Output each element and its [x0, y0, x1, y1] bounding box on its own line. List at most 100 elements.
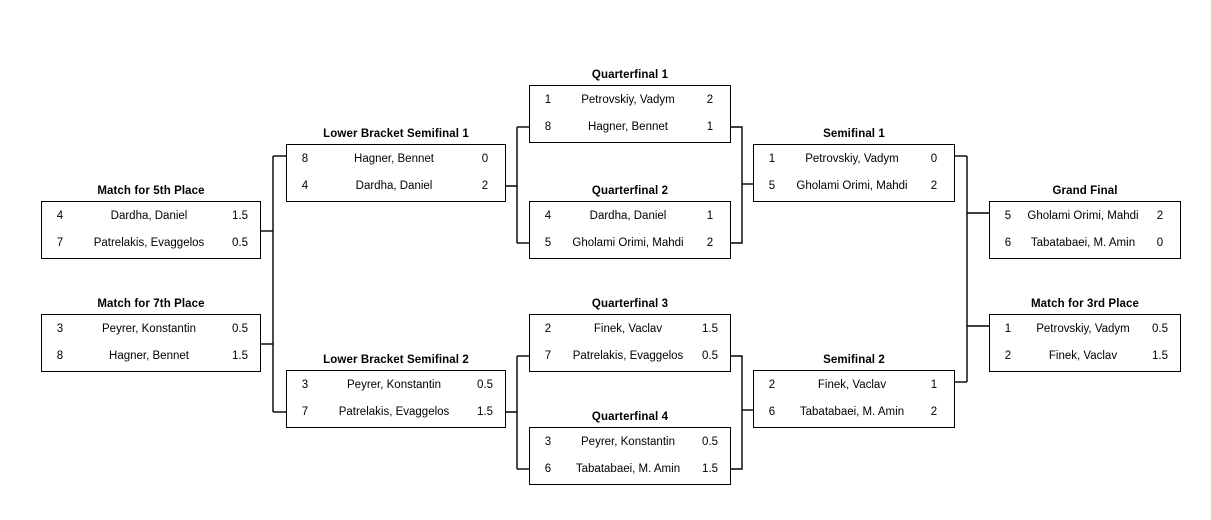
player-seed: 5: [768, 180, 776, 193]
player-score: 0: [481, 152, 489, 165]
player-seed: 5: [544, 237, 552, 250]
player-seed: 5: [1004, 209, 1012, 222]
player-score: 1.5: [702, 322, 718, 335]
player-seed: 1: [768, 152, 776, 165]
player-score: 2: [1156, 209, 1164, 222]
match-7th-place-title: Match for 7th Place: [97, 298, 205, 310]
player-seed: 6: [768, 406, 776, 419]
player-name: Tabatabaei, M. Amin: [575, 463, 681, 476]
player-score: 0.5: [1152, 322, 1168, 335]
player-name: Petrovskiy, Vadym: [581, 93, 675, 106]
player-seed: 7: [301, 406, 309, 419]
lower-bracket-semifinal-2[interactable]: Lower Bracket Semifinal 2 3 Peyrer, Konsta…: [286, 353, 506, 428]
player-score: 2: [481, 180, 489, 193]
player-name: Peyrer, Konstantin: [347, 378, 441, 391]
semifinal-1-box: 1 Petrovskiy, Vadym 0 5 Gholami Orimi, Mahdi…: [753, 144, 955, 202]
player-name: Peyrer, Konstantin: [102, 322, 196, 335]
lower-bracket-semifinal-2-title: Lower Bracket Semifinal 2: [323, 354, 469, 366]
player-name: Finek, Vaclav: [593, 322, 663, 335]
lower-bracket-semifinal-1-title: Lower Bracket Semifinal 1: [323, 128, 469, 140]
player-score: 0: [1156, 237, 1164, 250]
player-score: 1: [706, 209, 714, 222]
player-name: Patrelakis, Evaggelos: [93, 237, 205, 250]
player-seed: 2: [768, 378, 776, 391]
qf3-to-sf2: [731, 355, 743, 410]
player-seed: 8: [544, 121, 552, 134]
player-score: 0.5: [702, 350, 718, 363]
player-name: Hagner, Bennet: [354, 152, 434, 165]
match-row[interactable]: 3 Peyrer, Konstantin 0.5: [287, 371, 505, 399]
quarterfinal-4-title: Quarterfinal 4: [591, 411, 669, 423]
qf1-to-sf1: [731, 126, 743, 184]
lbsf2-to-qf3: [506, 356, 518, 413]
player-score: 0.5: [232, 237, 248, 250]
player-score: 0.5: [477, 378, 493, 391]
player-name: Petrovskiy, Vadym: [805, 152, 899, 165]
match-row[interactable]: 8 Hagner, Bennet 0: [287, 145, 505, 173]
player-seed: 8: [56, 350, 64, 363]
match-row[interactable]: 8 Hagner, Bennet 1.5: [42, 343, 260, 371]
player-seed: 3: [301, 378, 309, 391]
player-score: 1: [706, 121, 714, 134]
qf2-to-sf1: [731, 184, 743, 244]
player-seed: 1: [1004, 322, 1012, 335]
lower-bracket-semifinal-1[interactable]: Lower Bracket Semifinal 1 8 Hagner, Bennet…: [286, 127, 506, 202]
player-score: 1.5: [702, 463, 718, 476]
player-name: Tabatabaei, M. Amin: [1030, 237, 1136, 250]
player-name: Gholami Orimi, Mahdi: [796, 180, 908, 193]
player-seed: 3: [56, 322, 64, 335]
player-seed: 3: [544, 435, 552, 448]
player-name: Finek, Vaclav: [1048, 350, 1118, 363]
match-row[interactable]: 1 Petrovskiy, Vadym 0: [754, 145, 954, 173]
player-score: 2: [706, 93, 714, 106]
player-name: Dardha, Daniel: [355, 180, 433, 193]
player-name: Hagner, Bennet: [109, 350, 189, 363]
player-name: Peyrer, Konstantin: [581, 435, 675, 448]
player-seed: 4: [544, 209, 552, 222]
player-seed: 8: [301, 152, 309, 165]
player-score: 0: [930, 152, 938, 165]
player-score: 1.5: [477, 406, 493, 419]
player-score: 1.5: [232, 350, 248, 363]
player-name: Patrelakis, Evaggelos: [572, 350, 684, 363]
match-3rd-place-title: Match for 3rd Place: [1031, 298, 1139, 310]
player-name: Gholami Orimi, Mahdi: [572, 237, 684, 250]
quarterfinal-2-title: Quarterfinal 2: [591, 185, 669, 197]
